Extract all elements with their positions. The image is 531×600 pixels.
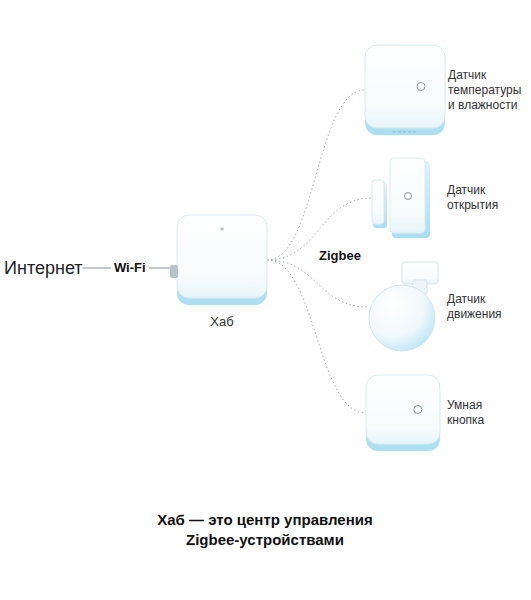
status-dot: [220, 227, 224, 231]
edge-label: Wi-Fi: [111, 260, 149, 276]
device-face: [365, 45, 445, 128]
logo-mark: [414, 406, 422, 414]
sensor-sphere: [369, 285, 435, 351]
connector: [267, 260, 366, 413]
text-node: Интернет: [4, 257, 83, 279]
logo-mark: [417, 83, 425, 91]
device-node: Датчик температуры и влажности: [365, 45, 445, 135]
connector: [267, 90, 365, 260]
device-face: [177, 215, 267, 298]
device-node: Датчик открытия: [372, 158, 432, 238]
node-label: Хаб: [157, 314, 287, 330]
node-label: Датчик открытия: [447, 183, 519, 213]
device-illustration: [177, 215, 267, 305]
caption: Хаб — это центр управления Zigbee-устрой…: [140, 510, 390, 549]
node-label: Датчик температуры и влажности: [448, 68, 528, 113]
vent-slot: [398, 131, 401, 133]
vent-slot: [393, 131, 396, 133]
device-illustration: [366, 375, 440, 451]
device-node: Датчик движения: [368, 262, 440, 352]
vent-slot: [403, 131, 406, 133]
power-plug: [170, 265, 178, 278]
device-face: [366, 375, 440, 444]
device-illustration: [372, 158, 432, 238]
device-illustration: [365, 45, 445, 135]
device-illustration: [368, 262, 440, 352]
vent-slot: [413, 131, 416, 133]
protocol-label: Zigbee: [316, 248, 364, 264]
node-label: Интернет: [4, 257, 83, 279]
device-node: Умная кнопка: [366, 375, 440, 451]
magnet-face: [372, 180, 384, 224]
connector: [267, 260, 368, 307]
device-node: Хаб: [177, 215, 267, 305]
sensor-face: [390, 158, 425, 233]
vent-slot: [408, 131, 411, 133]
node-label: Датчик движения: [447, 292, 519, 322]
node-label: Умная кнопка: [447, 398, 519, 428]
logo-mark: [405, 193, 412, 200]
